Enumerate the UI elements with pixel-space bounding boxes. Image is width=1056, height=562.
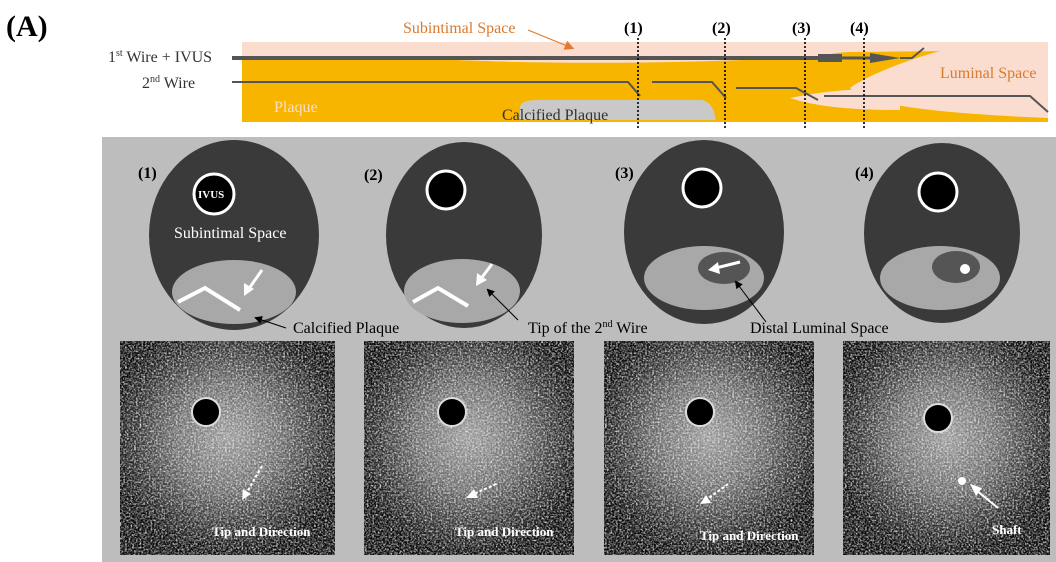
schematic-label-3: (3) [615, 165, 634, 182]
ivus-image-2 [364, 341, 574, 555]
distal-luminal-label: Distal Luminal Space [750, 320, 889, 337]
ivus-label: IVUS [198, 189, 224, 201]
luminal-space-label: Luminal Space [940, 65, 1036, 82]
subintimal-space-label: Subintimal Space [403, 20, 515, 37]
panel-label: (A) [6, 10, 48, 43]
ivus-image-1 [120, 341, 335, 555]
ivus-caption-4: Shaft [992, 522, 1022, 537]
marker-1: (1) [624, 20, 643, 37]
schematic-label-4: (4) [855, 165, 874, 182]
marker-3: (3) [792, 20, 811, 37]
ivus-caption-2: Tip and Direction [455, 524, 554, 539]
ivus-caption-3: Tip and Direction [700, 528, 799, 543]
tip-of-wire-label: Tip of the 2nd Wire [528, 319, 648, 337]
first-wire-label: 1st Wire + IVUS [108, 48, 212, 66]
marker-4: (4) [850, 20, 869, 37]
ivus-image-3 [604, 341, 814, 555]
calcified-plaque-label: Calcified Plaque [502, 107, 608, 124]
plaque-label: Plaque [274, 99, 318, 116]
schematic-label-1: (1) [138, 165, 157, 182]
ivus-caption-1: Tip and Direction [212, 524, 311, 539]
schematic-label-2: (2) [364, 167, 383, 184]
schematic-subintimal-label: Subintimal Space [174, 225, 286, 242]
vessel-schematic: Subintimal Space 1st Wire + IVUS 2nd Wir… [108, 20, 1048, 130]
schematic-2 [386, 142, 542, 328]
schematic-calcified-label: Calcified Plaque [293, 320, 399, 337]
schematic-3 [624, 140, 784, 324]
second-wire-label: 2nd Wire [142, 74, 195, 92]
schematic-4 [864, 143, 1020, 323]
marker-2: (2) [712, 20, 731, 37]
